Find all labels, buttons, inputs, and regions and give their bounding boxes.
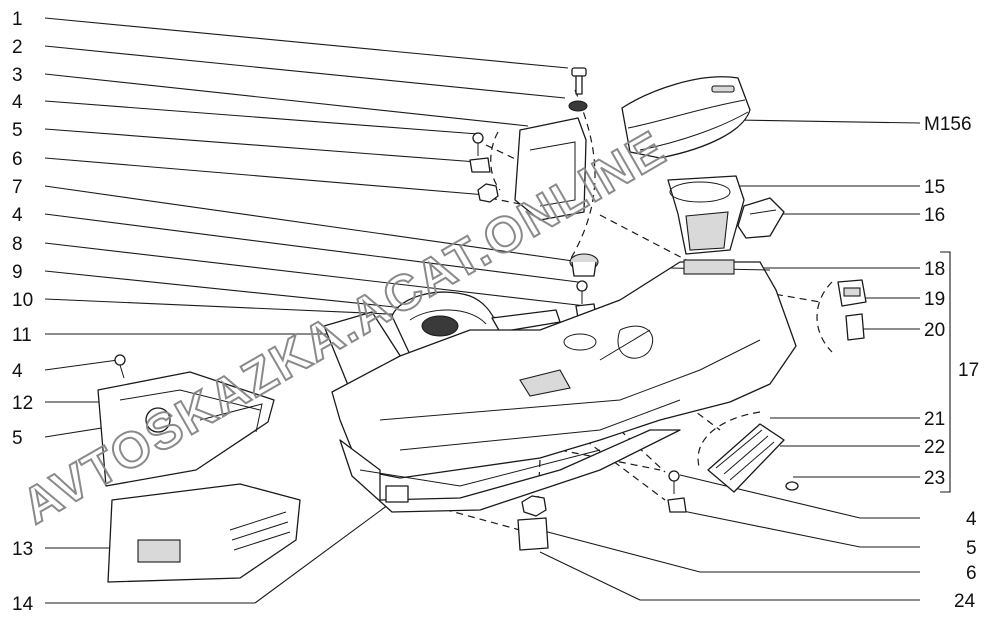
callout-14: 14	[12, 594, 34, 615]
callout-11: 11	[12, 325, 32, 346]
callout-20: 20	[924, 320, 945, 341]
callout-19: 19	[924, 289, 945, 310]
callout-22: 22	[924, 437, 945, 458]
callout-17: 17	[958, 360, 979, 381]
callout-m156: M156	[924, 114, 972, 135]
callout-4-b: 4	[12, 205, 23, 226]
callout-13: 13	[12, 539, 33, 560]
callout-7: 7	[12, 177, 23, 198]
bolt-part-1	[571, 67, 587, 95]
callout-9: 9	[12, 262, 23, 283]
side-panel-part-12	[97, 371, 275, 487]
screw-clip-upper	[469, 132, 491, 173]
storage-box-part-15	[667, 175, 745, 255]
washer-part-2	[568, 100, 588, 112]
center-console-part-18	[331, 259, 797, 479]
callout-2: 2	[12, 37, 23, 58]
lower-panel-part-13	[107, 483, 301, 583]
callout-24: 24	[954, 591, 976, 612]
latch-part-16	[737, 197, 785, 239]
callout-5-b: 5	[12, 428, 23, 449]
bracket-part-3	[514, 117, 587, 221]
callout-21: 21	[924, 409, 945, 430]
callout-10: 10	[12, 290, 33, 311]
callout-labels-right: M156 15 16 18 19 20 17 21 22 23 4 5 6 24	[924, 114, 979, 612]
callout-16: 16	[924, 205, 945, 226]
washer-part-23	[785, 481, 799, 491]
vent-part-21-22	[707, 423, 785, 493]
callout-4-right: 4	[966, 509, 977, 530]
screw-left	[114, 354, 126, 379]
armrest-lid-m156	[621, 76, 751, 159]
callout-23: 23	[924, 468, 945, 489]
callout-18: 18	[924, 259, 945, 280]
leader-lines	[44, 17, 951, 604]
callout-3: 3	[12, 65, 23, 86]
base-frame-part-14	[339, 429, 681, 513]
nut-part-6	[477, 183, 499, 203]
callout-12: 12	[12, 393, 33, 414]
callout-5-right: 5	[966, 538, 977, 559]
bushing-part-24	[517, 495, 549, 551]
callout-8: 8	[12, 234, 23, 255]
callout-4-c: 4	[12, 361, 23, 382]
clip-part-20	[845, 313, 865, 341]
callout-6: 6	[12, 149, 23, 170]
screw-clip-lower	[667, 470, 687, 513]
callout-4-a: 4	[12, 92, 23, 113]
callout-6-right: 6	[966, 563, 977, 584]
callout-labels-left: 1 2 3 4 5 6 7 4 8 9 10 11 4 12 5 13 14	[12, 9, 34, 615]
plug-part-7	[569, 253, 599, 277]
callout-15: 15	[924, 177, 945, 198]
callout-5-a: 5	[12, 120, 23, 141]
callout-1: 1	[12, 9, 23, 30]
cap-part-19	[837, 279, 867, 307]
